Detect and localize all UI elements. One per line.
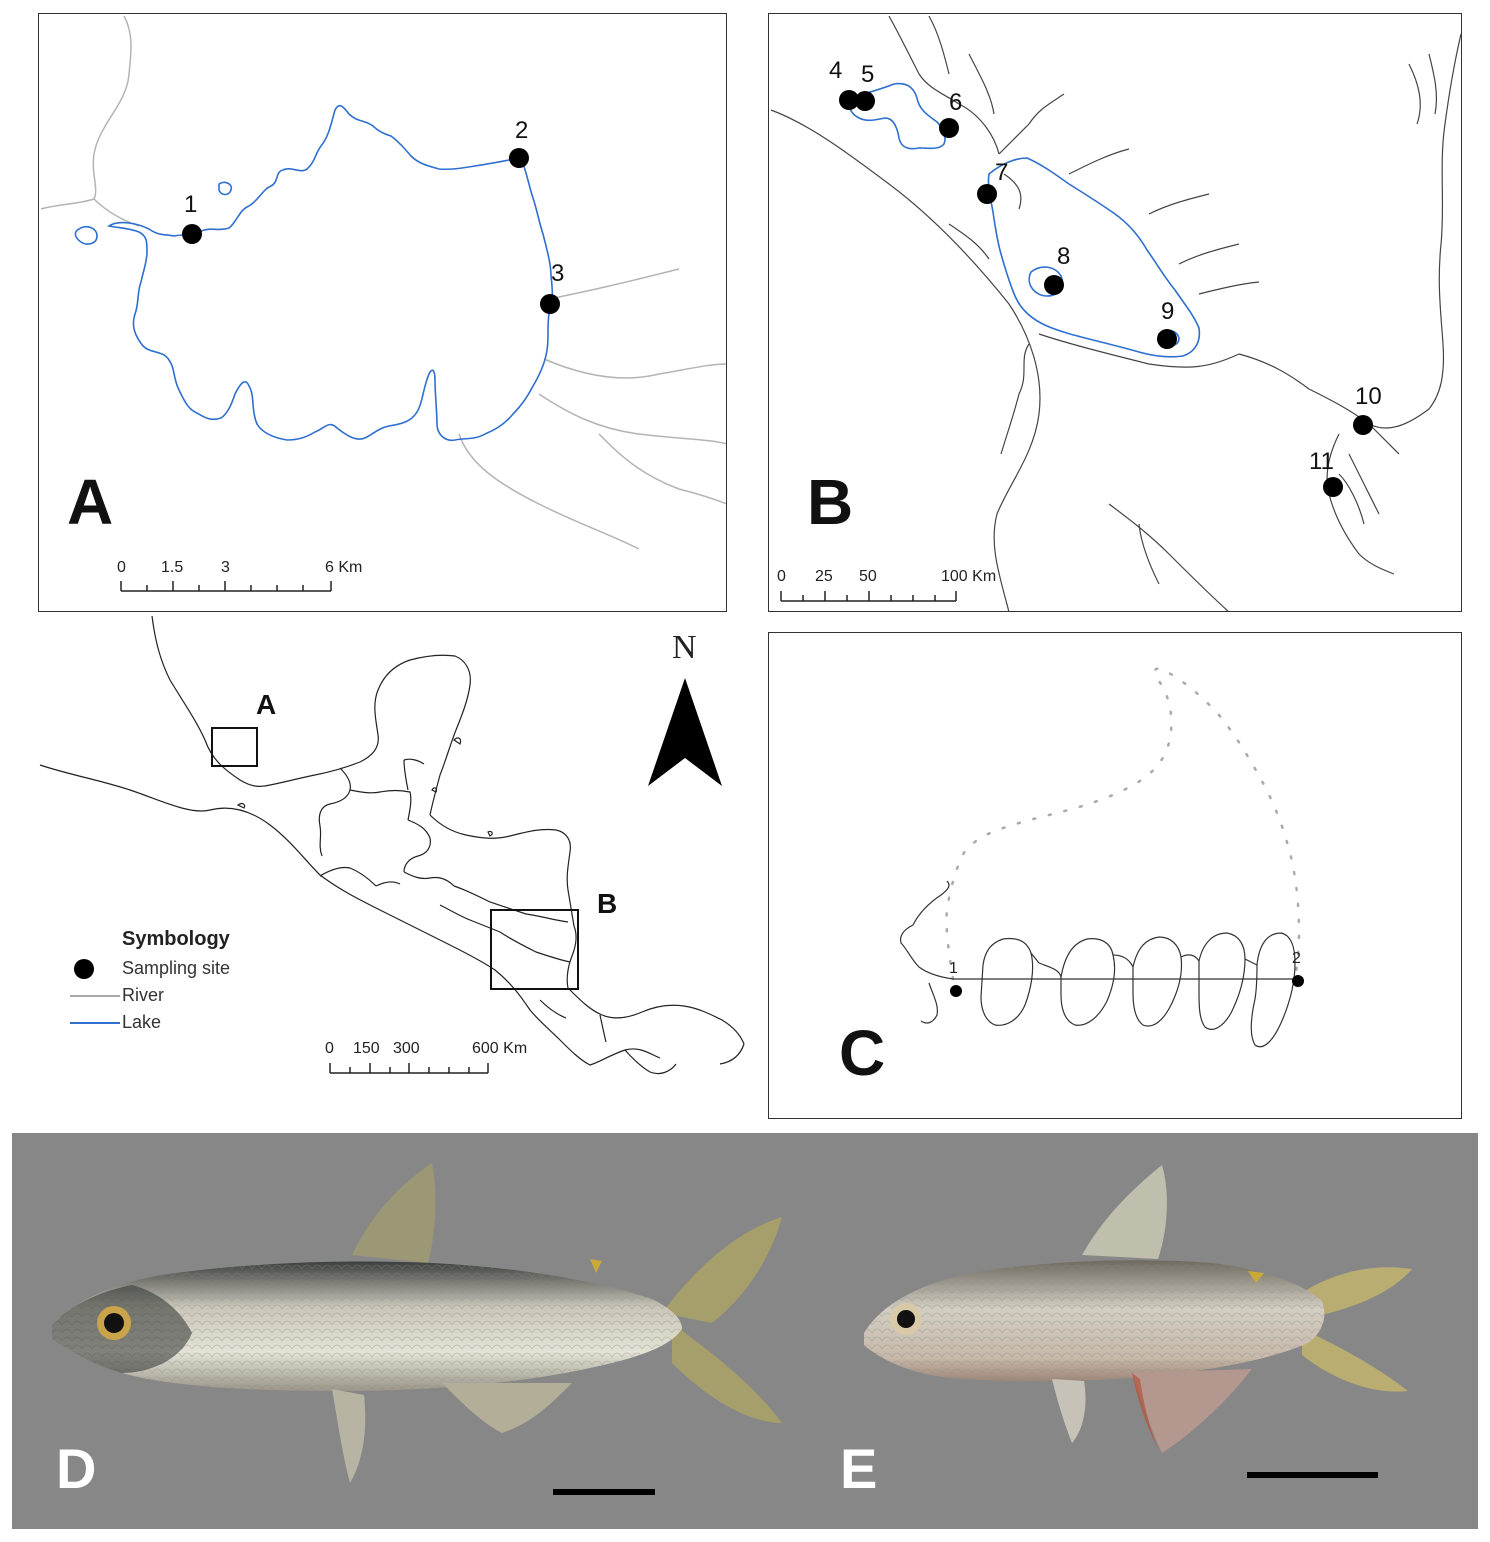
- inset-label-a: A: [256, 689, 276, 720]
- scale-tick: 300: [393, 1040, 420, 1057]
- sampling-site-icon: [74, 958, 94, 979]
- legend-label: River: [122, 985, 165, 1005]
- overview-coastlines: [39, 615, 745, 1075]
- anal-fin: [1132, 1369, 1252, 1453]
- inset-box-a[interactable]: [211, 727, 258, 767]
- scale-tick: 25: [815, 568, 833, 585]
- sampling-site[interactable]: 10: [1353, 383, 1382, 435]
- landmark-2[interactable]: 2: [1292, 950, 1304, 987]
- panel-b-scale-bar: [780, 591, 957, 602]
- scale-tick: 3: [221, 559, 230, 576]
- sampling-site[interactable]: 1: [182, 191, 202, 244]
- panel-a-sites: 1 2 3: [182, 117, 564, 314]
- dorsal-fin: [1082, 1165, 1167, 1259]
- panel-b-lakes: [847, 82, 1201, 358]
- landmark-label: 1: [949, 960, 958, 977]
- site-label: 10: [1355, 383, 1382, 410]
- caudal-fin-lower: [672, 1323, 782, 1423]
- site-label: 11: [1309, 448, 1334, 475]
- panel-a-scale-bar: [120, 581, 332, 592]
- panel-b-sites: 4 5 6 7 8 9 10: [829, 57, 1382, 497]
- overview-scale-bar: [329, 1063, 489, 1074]
- scale-tick: 0: [325, 1040, 334, 1057]
- legend-item-lake: Lake: [70, 1009, 230, 1036]
- landmark-outline: [945, 667, 1301, 981]
- sampling-site[interactable]: 5: [855, 61, 875, 111]
- inset-box-b[interactable]: [490, 909, 579, 990]
- site-label: 6: [949, 89, 962, 116]
- legend-item-river: River: [70, 982, 230, 1009]
- pelvic-fin: [1052, 1379, 1086, 1443]
- legend-item-sampling-site: Sampling site: [70, 955, 230, 982]
- inset-label-b: B: [597, 888, 617, 919]
- panel-c-svg: 1 2 C: [839, 667, 1304, 1089]
- caudal-fin-upper: [662, 1217, 782, 1323]
- scale-tick: 6 Km: [325, 559, 362, 576]
- sampling-site[interactable]: 4: [829, 57, 859, 110]
- panel-c-letter: C: [839, 1017, 885, 1089]
- caudal-fin-upper: [1302, 1267, 1412, 1317]
- scale-tick: 50: [859, 568, 877, 585]
- sampling-site[interactable]: 11: [1309, 448, 1343, 497]
- site-label: 3: [551, 260, 564, 287]
- panel-a-map: 1 2 3 A 0 1.5 3 6 Km: [38, 13, 727, 612]
- sampling-site[interactable]: 3: [540, 260, 564, 314]
- panel-a-svg: 1 2 3 A 0 1.5 3 6 Km: [40, 15, 726, 592]
- fish-d-letter: D: [56, 1437, 96, 1500]
- panel-b-coastlines: [770, 15, 1461, 611]
- site-label: 5: [861, 61, 874, 88]
- body-outline: [900, 880, 1300, 1048]
- legend: Symbology Sampling site River Lake: [70, 928, 230, 1036]
- panel-b-svg: 4 5 6 7 8 9 10: [770, 15, 1461, 611]
- sampling-site[interactable]: 7: [977, 159, 1008, 204]
- landmark-label: 2: [1292, 950, 1301, 967]
- panel-c-outline: 1 2 C: [768, 632, 1462, 1119]
- panel-a-rivers: [40, 15, 726, 550]
- site-label: 2: [515, 117, 528, 144]
- overview-inset-boxes: [211, 727, 579, 990]
- site-label: 9: [1161, 298, 1174, 325]
- lake-line-icon: [70, 1021, 120, 1024]
- panel-a-letter: A: [67, 466, 113, 538]
- north-label: N: [672, 629, 697, 666]
- panel-a-lake: [74, 104, 554, 442]
- caudal-fin-lower: [1302, 1329, 1408, 1392]
- fish-e-letter: E: [840, 1437, 877, 1500]
- panel-b-map: 4 5 6 7 8 9 10: [768, 13, 1462, 612]
- fish-d: D: [52, 1163, 782, 1500]
- legend-title: Symbology: [122, 928, 230, 950]
- site-label: 8: [1057, 243, 1070, 270]
- landmark-1[interactable]: 1: [949, 960, 962, 997]
- river-line-icon: [70, 994, 120, 997]
- sampling-site[interactable]: 2: [509, 117, 529, 168]
- fish-photographs: D E: [12, 1133, 1478, 1529]
- pelvic-fin: [332, 1389, 366, 1483]
- dorsal-fin: [352, 1163, 436, 1263]
- sampling-site[interactable]: 9: [1157, 298, 1177, 349]
- sampling-site[interactable]: 6: [939, 89, 962, 138]
- scale-tick: 100 Km: [941, 568, 996, 585]
- overview-map: A B 0 150 300 600 Km: [39, 615, 745, 1075]
- legend-label: Sampling site: [122, 958, 231, 978]
- anal-fin: [442, 1383, 572, 1433]
- panel-b-letter: B: [807, 466, 853, 538]
- scale-tick: 0: [117, 559, 126, 576]
- legend-label: Lake: [122, 1012, 162, 1032]
- scale-tick: 600 Km: [472, 1040, 527, 1057]
- fish-e: E: [840, 1165, 1412, 1500]
- scale-tick: 150: [353, 1040, 380, 1057]
- north-arrow: N: [648, 629, 722, 786]
- site-label: 1: [184, 191, 197, 218]
- site-label: 4: [829, 57, 842, 84]
- photo-svg: D E: [52, 1163, 1412, 1500]
- north-arrow-icon: [648, 678, 722, 786]
- sampling-site[interactable]: 8: [1044, 243, 1070, 295]
- scale-tick: 0: [777, 568, 786, 585]
- site-label: 7: [995, 159, 1008, 186]
- scale-tick: 1.5: [161, 559, 183, 576]
